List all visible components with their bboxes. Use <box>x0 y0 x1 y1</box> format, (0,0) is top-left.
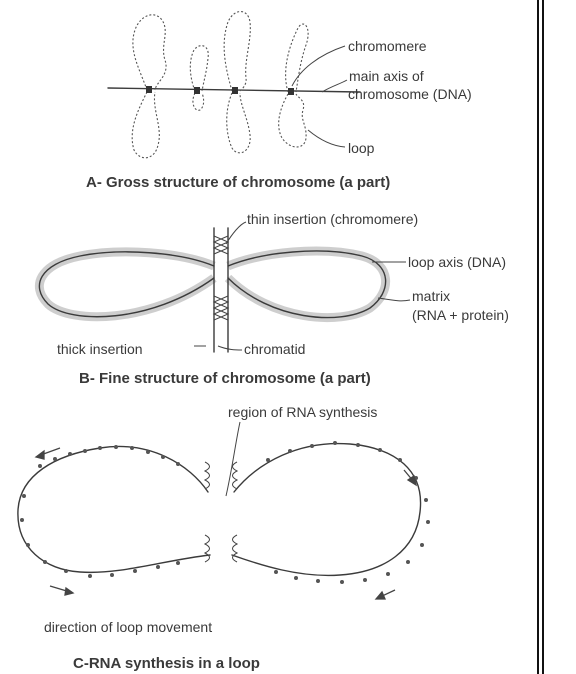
thin-insertion <box>214 236 228 254</box>
caption-a: A- Gross structure of chromosome (a part… <box>86 174 390 191</box>
label-chromatid: chromatid <box>244 341 305 357</box>
label-thick-insertion: thick insertion <box>57 341 143 357</box>
loop-c-left <box>18 446 210 572</box>
loop-2 <box>190 46 208 111</box>
label-thin-insertion: thin insertion (chromomere) <box>247 211 418 227</box>
thick-insertion <box>214 296 228 320</box>
loop-4 <box>279 24 308 147</box>
label-loop: loop <box>348 140 375 156</box>
rna-dots-left <box>20 445 180 578</box>
label-direction: direction of loop movement <box>44 619 212 635</box>
panel-a-drawing <box>108 12 360 158</box>
label-rna-region: region of RNA synthesis <box>228 404 377 420</box>
label-matrix-1: matrix <box>412 288 450 304</box>
label-main-axis-1: main axis of <box>349 68 424 84</box>
rna-dots-right <box>266 441 430 584</box>
label-matrix-2: (RNA + protein) <box>412 307 509 323</box>
loop-c-right <box>232 444 421 576</box>
label-main-axis-2: chromosome (DNA) <box>348 86 472 102</box>
direction-arrows <box>36 448 416 599</box>
page-border <box>538 0 543 674</box>
label-chromomere: chromomere <box>348 38 427 54</box>
panel-b-drawing <box>39 222 410 352</box>
rna-synthesis-squiggle-bottom <box>205 535 237 562</box>
loop-3 <box>224 12 250 153</box>
caption-b: B- Fine structure of chromosome (a part) <box>79 370 371 387</box>
panel-c-drawing <box>18 422 430 599</box>
caption-c: C-RNA synthesis in a loop <box>73 655 260 672</box>
label-loop-axis: loop axis (DNA) <box>408 254 506 270</box>
